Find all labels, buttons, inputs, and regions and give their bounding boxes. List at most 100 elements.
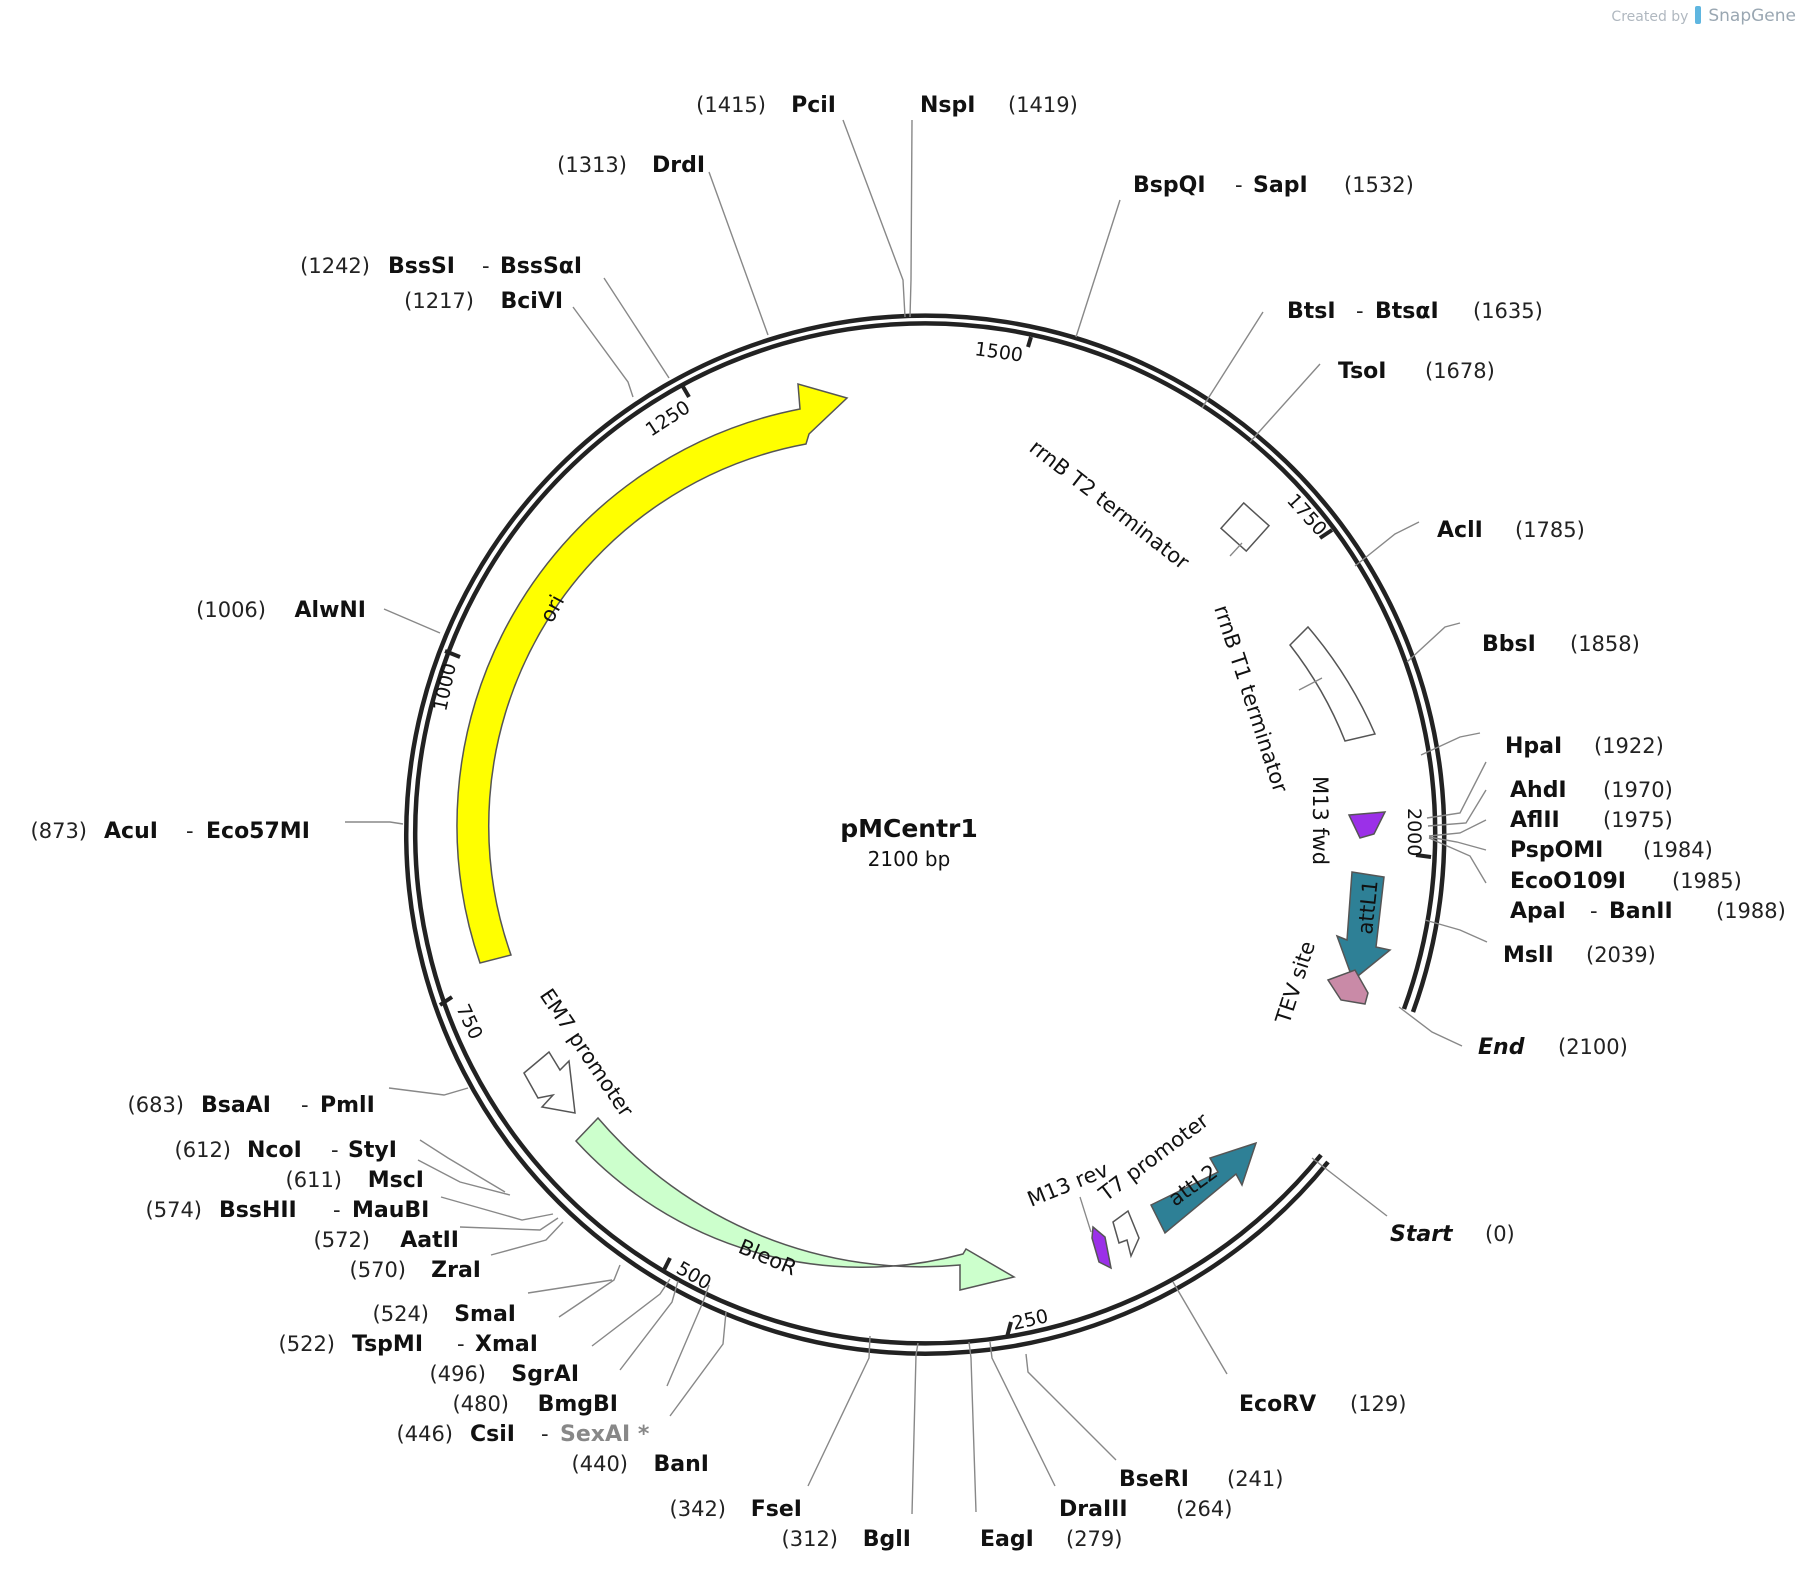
svg-text:-: - [301,1093,309,1117]
svg-text:XmaI: XmaI [475,1332,538,1357]
site-bspqi[interactable]: BspQI - SapI (1532) [1133,173,1414,198]
site-bsaai[interactable]: (683) BsaAI - PmlI [128,1093,375,1118]
label-m13fwd: M13 fwd [1308,776,1332,865]
site-fsei[interactable]: (342) FseI [670,1497,802,1522]
site-pspomi[interactable]: PspOMI (1984) [1510,838,1713,863]
svg-text:(446): (446) [397,1422,453,1446]
site-pcii[interactable]: (1415) PciI [696,93,836,118]
svg-text:FseI: FseI [751,1497,802,1522]
site-csii[interactable]: (446) CsiI - SexAI * [397,1422,650,1447]
svg-text:BseRI: BseRI [1119,1467,1189,1492]
site-ecoo109i[interactable]: EcoO109I (1985) [1510,869,1742,894]
svg-text:(1415): (1415) [696,93,766,117]
feature-tev[interactable] [1326,969,1369,1005]
site-tspmi[interactable]: (522) TspMI - XmaI [279,1332,538,1357]
svg-text:(312): (312) [782,1527,838,1551]
site-aflii[interactable]: AflII (1975) [1510,808,1673,833]
site-bani[interactable]: (440) BanI [572,1452,709,1477]
svg-text:StyI: StyI [348,1138,397,1163]
feature-m13rev[interactable] [1091,1225,1113,1270]
svg-text:(279): (279) [1066,1527,1122,1551]
svg-text:HpaI: HpaI [1505,734,1562,759]
svg-text:Start: Start [1390,1222,1454,1247]
site-msli[interactable]: MslI (2039) [1503,943,1656,968]
site-aatii[interactable]: (572) AatII [314,1228,459,1253]
svg-text:BbsI: BbsI [1482,632,1536,657]
site-start[interactable]: Start (0) [1390,1222,1515,1247]
svg-text:-: - [1356,299,1364,323]
svg-text:-: - [541,1422,549,1446]
site-alwni[interactable]: (1006) AlwNI [196,598,366,623]
site-ncoi[interactable]: (612) NcoI - StyI [175,1138,397,1163]
svg-text:Eco57MI: Eco57MI [206,819,310,844]
svg-text:(524): (524) [373,1302,429,1326]
site-eagi[interactable]: EagI (279) [980,1527,1122,1552]
feature-ori[interactable] [456,382,849,964]
svg-text:EcoO109I: EcoO109I [1510,869,1626,894]
site-bmgbi[interactable]: (480) BmgBI [453,1392,618,1417]
tick-marks [438,336,1432,1338]
site-acli[interactable]: AclI (1785) [1437,518,1585,543]
svg-text:MscI: MscI [368,1168,424,1193]
svg-text:SmaI: SmaI [454,1302,516,1327]
svg-text:-: - [1235,173,1243,197]
site-bcivi[interactable]: (1217) BciVI [404,289,563,314]
site-nspi[interactable]: NspI (1419) [920,93,1078,118]
site-bgli[interactable]: (312) BglI [782,1527,911,1552]
site-zrai[interactable]: (570) ZraI [350,1258,481,1283]
svg-text:ApaI: ApaI [1510,899,1566,924]
plasmid-name: pMCentr1 [840,814,978,843]
plasmid-center: pMCentr1 2100 bp [840,814,978,871]
svg-text:PciI: PciI [791,93,836,118]
site-apai[interactable]: ApaI - BanII (1988) [1510,899,1786,924]
site-acui[interactable]: (873) AcuI - Eco57MI [31,819,310,844]
site-end[interactable]: End (2100) [1478,1035,1628,1060]
svg-text:(611): (611) [286,1168,342,1192]
svg-text:(1006): (1006) [196,598,266,622]
svg-text:(342): (342) [670,1497,726,1521]
svg-text:(480): (480) [453,1392,509,1416]
site-bsshii[interactable]: (574) BssHII - MauBI [146,1198,430,1223]
site-hpai[interactable]: HpaI (1922) [1505,734,1664,759]
credit-brand: SnapGene [1708,6,1796,26]
feature-rrnb-t2[interactable] [1219,501,1271,553]
svg-text:SgrAI: SgrAI [511,1362,579,1387]
svg-text:AlwNI: AlwNI [295,598,367,623]
feature-rrnb-t1[interactable] [1289,625,1377,742]
site-bbsi[interactable]: BbsI (1858) [1482,632,1640,657]
credit-prefix: Created by [1611,9,1689,25]
site-sgrai[interactable]: (496) SgrAI [430,1362,579,1387]
svg-text:AcuI: AcuI [104,819,158,844]
svg-text:(574): (574) [146,1198,202,1222]
svg-text:(2100): (2100) [1558,1035,1628,1059]
feature-em7[interactable] [523,1050,576,1114]
svg-text:NcoI: NcoI [247,1138,302,1163]
svg-text:(570): (570) [350,1258,406,1282]
site-drdi[interactable]: (1313) DrdI [557,153,705,178]
svg-text:-: - [333,1198,341,1222]
backbone-outer [404,313,1447,1356]
feature-attl2[interactable] [1149,1141,1258,1235]
site-smai[interactable]: (524) SmaI [373,1302,516,1327]
site-bsssi[interactable]: (1242) BssSI - BssSαI [300,254,582,279]
svg-text:(1242): (1242) [300,254,370,278]
svg-text:AclI: AclI [1437,518,1483,543]
feature-m13fwd[interactable] [1347,811,1387,839]
svg-text:BssSI: BssSI [388,254,455,279]
feature-t7[interactable] [1112,1209,1140,1259]
site-ecorv[interactable]: EcoRV (129) [1239,1392,1406,1417]
svg-text:AflII: AflII [1510,808,1560,833]
site-btsi[interactable]: BtsI - BtsαI (1635) [1287,299,1543,324]
site-ahdi[interactable]: AhdI (1970) [1510,778,1673,803]
svg-text:PspOMI: PspOMI [1510,838,1603,863]
svg-text:EcoRV: EcoRV [1239,1392,1316,1417]
site-bseri[interactable]: BseRI (241) [1119,1467,1283,1492]
label-rrnb-t1: rrnB T1 terminator [1209,602,1292,796]
feature-bleor[interactable] [574,1116,1016,1291]
site-tsoi[interactable]: TsoI (1678) [1338,359,1495,384]
feature-attl1[interactable] [1335,871,1392,982]
site-msci[interactable]: (611) MscI [286,1168,424,1193]
site-draiii[interactable]: DraIII (264) [1059,1497,1232,1522]
svg-text:DrdI: DrdI [652,153,705,178]
